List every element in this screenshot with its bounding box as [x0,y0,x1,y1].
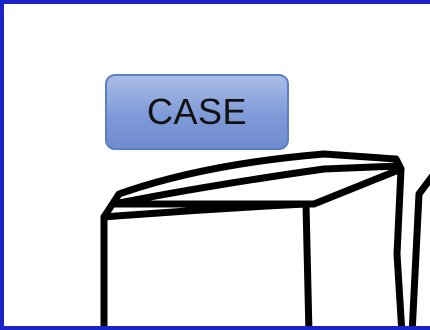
case-label-text: CASE [147,91,247,133]
case-label-box: CASE [105,74,289,150]
second-box-edge [412,174,430,330]
box-front-right-edge [306,204,309,330]
box-right-side [397,169,402,330]
case-sketch [4,4,430,330]
